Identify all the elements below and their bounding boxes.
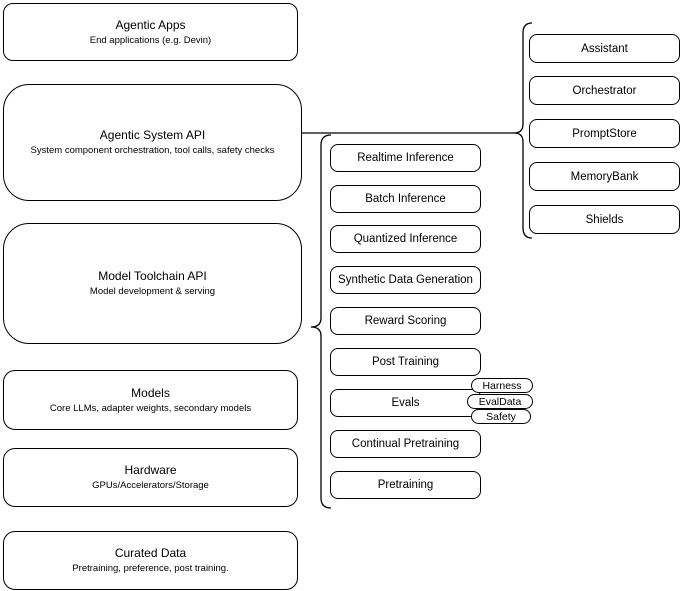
node-realtime-inference: Realtime Inference <box>330 144 481 172</box>
node-title: Agentic System API <box>99 128 206 142</box>
node-batch-inference: Batch Inference <box>330 185 481 213</box>
node-pretraining: Pretraining <box>330 471 481 499</box>
node-subtitle: Model development & serving <box>89 286 216 297</box>
node-continual-pretraining: Continual Pretraining <box>330 430 481 458</box>
node-subtitle: System component orchestration, tool cal… <box>30 145 275 156</box>
node-title: Model Toolchain API <box>98 269 207 283</box>
node-subtitle: Pretraining, preference, post training. <box>72 563 229 574</box>
node-assistant: Assistant <box>529 34 680 63</box>
node-reward-scoring: Reward Scoring <box>330 307 481 335</box>
node-synthetic-data-generation: Synthetic Data Generation <box>330 266 481 294</box>
pill-evaldata: EvalData <box>467 394 533 409</box>
node-subtitle: Core LLMs, adapter weights, secondary mo… <box>49 402 252 414</box>
node-agentic-apps: Agentic Apps End applications (e.g. Devi… <box>3 3 298 61</box>
node-quantized-inference: Quantized Inference <box>330 225 481 253</box>
pill-harness: Harness <box>471 378 533 393</box>
node-evals: Evals <box>330 389 481 417</box>
node-title: Curated Data <box>114 546 187 560</box>
node-agentic-system-api: Agentic System API System component orch… <box>3 84 302 201</box>
node-title: Models <box>131 385 170 400</box>
pill-safety: Safety <box>471 409 531 424</box>
node-subtitle: GPUs/Accelerators/Storage <box>92 480 209 491</box>
node-memorybank: MemoryBank <box>529 162 680 191</box>
node-models: Models Core LLMs, adapter weights, secon… <box>3 370 298 430</box>
node-post-training: Post Training <box>330 348 481 376</box>
brace-middle-group-icon <box>310 134 332 509</box>
node-model-toolchain-api: Model Toolchain API Model development & … <box>3 223 302 344</box>
node-promptstore: PromptStore <box>529 119 680 148</box>
node-curated-data: Curated Data Pretraining, preference, po… <box>3 531 298 590</box>
node-subtitle: End applications (e.g. Devin) <box>89 34 212 46</box>
node-hardware: Hardware GPUs/Accelerators/Storage <box>3 448 298 507</box>
node-title: Agentic Apps <box>115 17 186 32</box>
node-shields: Shields <box>529 205 680 234</box>
brace-right-group-icon <box>513 22 533 239</box>
node-orchestrator: Orchestrator <box>529 76 680 105</box>
node-title: Hardware <box>124 463 177 477</box>
